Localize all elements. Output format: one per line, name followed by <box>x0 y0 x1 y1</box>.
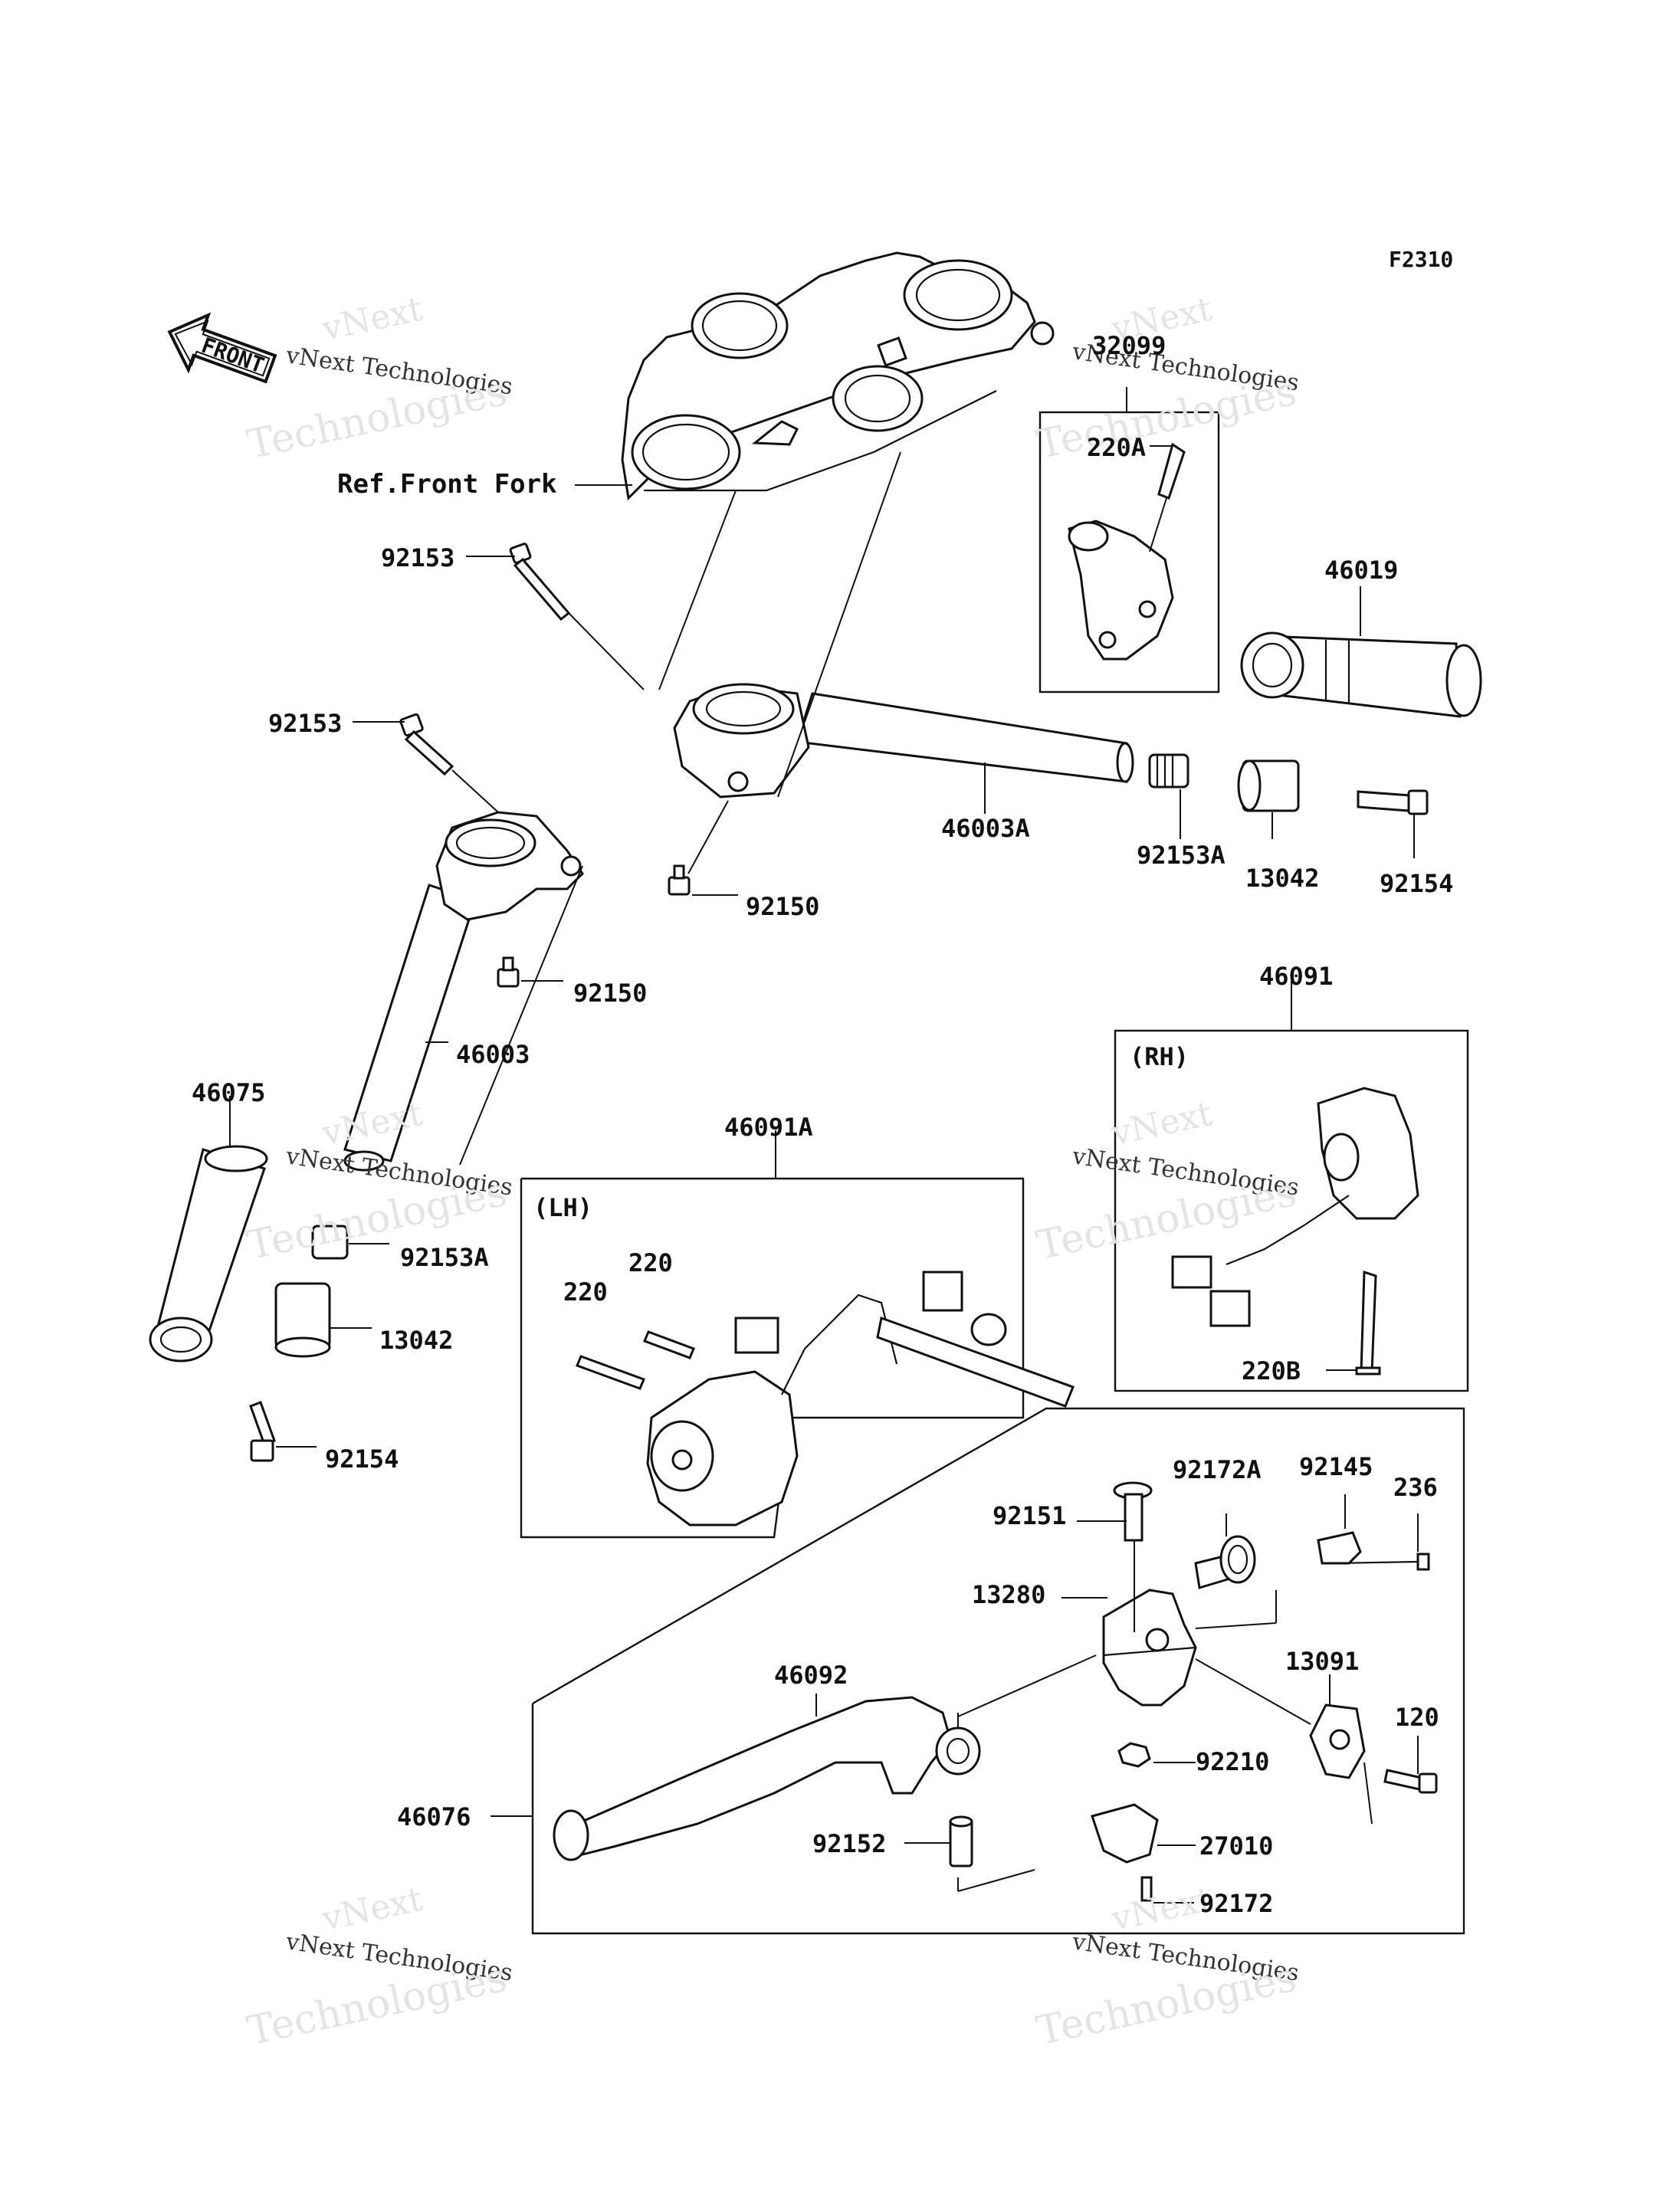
bolt-92153-top <box>509 543 571 621</box>
part-46019[interactable]: 46019 <box>1324 556 1399 585</box>
bolt-120 <box>1383 1769 1438 1794</box>
part-92152[interactable]: 92152 <box>812 1829 887 1858</box>
part-46003A[interactable]: 46003A <box>941 814 1030 843</box>
upper-triple-clamp <box>621 251 1055 501</box>
part-92172[interactable]: 92172 <box>1199 1889 1274 1918</box>
screw-236 <box>1333 1553 1430 1571</box>
part-92153A-left[interactable]: 92153A <box>400 1243 489 1272</box>
clamp-13091 <box>1309 1703 1366 1779</box>
front-arrow-icon: FRONT <box>167 312 277 384</box>
part-92150-low[interactable]: 92150 <box>573 979 648 1008</box>
switch-27010 <box>1091 1803 1159 1902</box>
part-46075[interactable]: 46075 <box>192 1078 266 1107</box>
part-13091[interactable]: 13091 <box>1285 1647 1360 1676</box>
part-220B[interactable]: 220B <box>1242 1356 1301 1385</box>
part-92153A-right[interactable]: 92153A <box>1137 841 1226 870</box>
part-92154-left[interactable]: 92154 <box>325 1444 399 1474</box>
part-13042-left[interactable]: 13042 <box>379 1326 454 1355</box>
part-92154-right[interactable]: 92154 <box>1380 869 1454 898</box>
rh-box-label: (RH) <box>1130 1042 1189 1071</box>
part-32099[interactable]: 32099 <box>1092 331 1166 360</box>
nut-92210 <box>1117 1742 1151 1768</box>
bushing-92152 <box>949 1815 973 1867</box>
part-220A[interactable]: 220A <box>1087 433 1147 462</box>
part-46091[interactable]: 46091 <box>1259 962 1334 991</box>
part-92153-mid[interactable]: 92153 <box>268 709 343 738</box>
adjuster-92172A <box>1194 1535 1256 1589</box>
part-220-b[interactable]: 220 <box>563 1277 608 1307</box>
figure-code: F2310 <box>1389 247 1454 272</box>
screw-92150-low <box>497 956 520 988</box>
part-46076[interactable]: 46076 <box>397 1802 471 1831</box>
part-236[interactable]: 236 <box>1393 1473 1438 1502</box>
part-13280[interactable]: 13280 <box>972 1580 1046 1609</box>
grip-46019 <box>1240 631 1482 718</box>
lh-switch-box <box>520 1177 1075 1539</box>
ref-front-fork-label: Ref.Front Fork <box>337 469 557 500</box>
lever-46092 <box>553 1696 981 1861</box>
part-92210[interactable]: 92210 <box>1196 1747 1270 1776</box>
part-46003[interactable]: 46003 <box>456 1040 530 1069</box>
leader-lines <box>229 387 1419 1904</box>
bar-end-left <box>249 1225 349 1462</box>
bolt-92151 <box>1113 1481 1153 1542</box>
part-120[interactable]: 120 <box>1395 1703 1439 1732</box>
lh-handlebar <box>343 811 584 1172</box>
lever-holder <box>1102 1589 1197 1707</box>
part-13042-right[interactable]: 13042 <box>1245 864 1320 893</box>
lever-assembly-box <box>531 1407 1465 1935</box>
throttle-housing <box>1039 411 1220 694</box>
rh-handlebar <box>673 683 1134 798</box>
part-46091A[interactable]: 46091A <box>724 1113 813 1142</box>
bar-end-right <box>1148 753 1429 815</box>
grip-46075 <box>149 1145 268 1362</box>
clip-92145 <box>1317 1531 1362 1565</box>
part-220-a[interactable]: 220 <box>628 1248 673 1277</box>
rh-switch-box <box>1114 1029 1469 1392</box>
lh-box-label: (LH) <box>533 1193 593 1222</box>
screw-92150-top <box>668 864 691 896</box>
part-27010[interactable]: 27010 <box>1199 1831 1274 1861</box>
bolt-92153-mid <box>399 713 454 776</box>
part-92172A[interactable]: 92172A <box>1173 1455 1262 1484</box>
part-92151[interactable]: 92151 <box>993 1501 1067 1530</box>
part-92153-top[interactable]: 92153 <box>381 543 455 572</box>
part-92145[interactable]: 92145 <box>1299 1452 1373 1481</box>
part-46092[interactable]: 46092 <box>774 1661 848 1690</box>
part-92150-top[interactable]: 92150 <box>746 892 820 921</box>
